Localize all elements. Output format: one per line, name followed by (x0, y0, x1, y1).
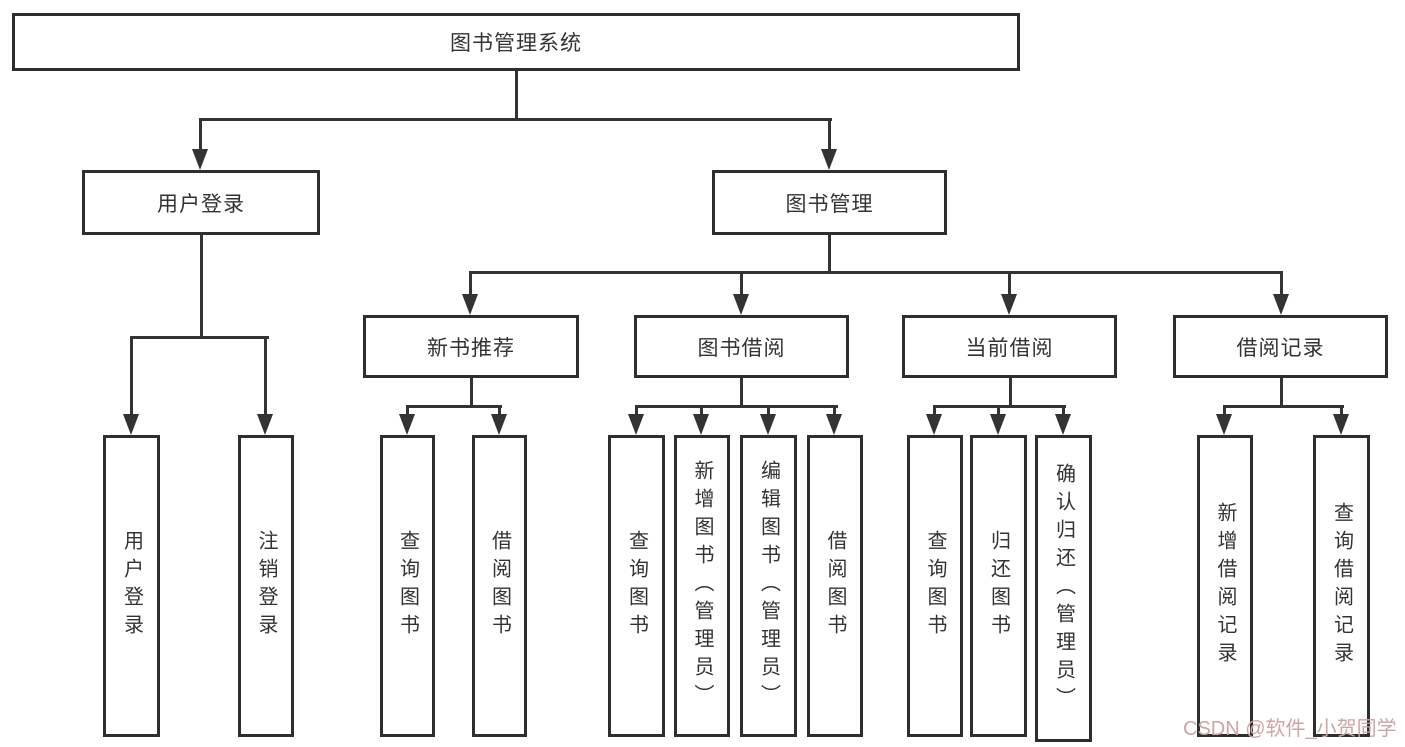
leaf-label: 编辑图书（管理员） (757, 460, 780, 712)
leaf-label: 注销登录 (255, 530, 277, 642)
arrow-to-records-query (1333, 405, 1349, 435)
leaf-label: 查询借阅记录 (1330, 502, 1353, 670)
leaf-borrowing-add-books-admin: 新增图书（管理员） (674, 435, 730, 737)
leaf-label: 查询图书 (924, 530, 946, 642)
leaf-recommend-borrow-books: 借阅图书 (472, 435, 527, 737)
arrow-to-records-add (1216, 405, 1232, 435)
edge-root-stem (515, 70, 518, 120)
node-label: 当前借阅 (965, 336, 1054, 360)
leaf-user-login: 用户登录 (103, 435, 160, 737)
node-user-login: 用户登录 (82, 170, 320, 235)
edge-recommend-bar (406, 405, 502, 408)
edge-level2-bar (199, 118, 832, 121)
node-label: 图书管理系统 (450, 32, 582, 55)
arrow-to-current-return (990, 405, 1006, 435)
leaf-current-confirm-return-admin: 确认归还（管理员） (1035, 435, 1092, 742)
leaf-current-return-books: 归还图书 (970, 435, 1027, 737)
arrow-to-current-query (926, 405, 942, 435)
leaf-label: 借阅图书 (488, 530, 511, 642)
arrow-to-recommend-query (399, 405, 415, 435)
edge-records-stem (1280, 376, 1283, 407)
leaf-label: 查询图书 (625, 530, 648, 642)
leaf-current-query-books: 查询图书 (907, 435, 963, 737)
node-new-book-recommend: 新书推荐 (363, 315, 579, 378)
arrow-to-book-borrowing (733, 271, 749, 315)
leaf-borrowing-query-books: 查询图书 (608, 435, 665, 737)
arrow-to-borrowing-records (1273, 271, 1289, 315)
leaf-logout: 注销登录 (238, 435, 294, 737)
leaf-recommend-query-books: 查询图书 (380, 435, 435, 737)
edge-borrowing-bar (635, 405, 838, 408)
node-current-borrowing: 当前借阅 (902, 315, 1117, 378)
arrow-to-current-confirm (1055, 405, 1071, 435)
leaf-label: 借阅图书 (824, 530, 846, 642)
edge-user-login-bar (131, 336, 269, 339)
edge-current-bar (934, 405, 1066, 408)
node-library-management-system: 图书管理系统 (12, 13, 1020, 71)
arrow-to-current-borrowing (1001, 271, 1017, 315)
arrow-to-borrowing-edit (760, 405, 776, 435)
leaf-records-add-record: 新增借阅记录 (1197, 435, 1253, 737)
leaf-borrowing-borrow-books: 借阅图书 (807, 435, 863, 737)
edge-book-management-stem (828, 233, 831, 273)
arrow-to-user-login (192, 118, 208, 170)
node-label: 借阅记录 (1236, 336, 1325, 360)
edge-current-stem (1009, 376, 1012, 407)
edge-records-bar (1224, 405, 1344, 408)
arrow-to-leaf-logout (257, 336, 273, 435)
node-label: 新书推荐 (427, 336, 515, 360)
edge-recommend-stem (470, 376, 473, 407)
edge-borrowing-stem (740, 376, 743, 407)
edge-user-login-stem (200, 233, 203, 338)
arrow-to-leaf-user-login (123, 336, 139, 435)
leaf-label: 新增借阅记录 (1214, 502, 1236, 670)
arrow-to-book-management (821, 118, 837, 170)
edge-level3-bar (469, 271, 1283, 274)
arrow-to-recommend-borrow (491, 405, 507, 435)
leaf-label: 查询图书 (396, 530, 419, 642)
leaf-borrowing-edit-books-admin: 编辑图书（管理员） (740, 435, 797, 737)
arrow-to-borrowing-add (693, 405, 709, 435)
node-book-management: 图书管理 (712, 170, 947, 235)
node-label: 图书借阅 (697, 336, 786, 360)
watermark-text: CSDN @软件_小贺同学 (1183, 718, 1397, 740)
leaf-label: 归还图书 (987, 530, 1010, 642)
arrow-to-borrowing-query (628, 405, 644, 435)
leaf-label: 确认归还（管理员） (1052, 462, 1075, 715)
node-borrowing-records: 借阅记录 (1173, 315, 1388, 378)
leaf-records-query-record: 查询借阅记录 (1313, 435, 1370, 737)
node-book-borrowing: 图书借阅 (634, 315, 849, 378)
node-label: 用户登录 (157, 192, 245, 216)
node-label: 图书管理 (785, 192, 874, 216)
leaf-label: 新增图书（管理员） (691, 460, 713, 712)
arrow-to-new-book-recommend (462, 271, 478, 315)
arrow-to-borrowing-borrow (826, 405, 842, 435)
leaf-label: 用户登录 (120, 530, 143, 642)
